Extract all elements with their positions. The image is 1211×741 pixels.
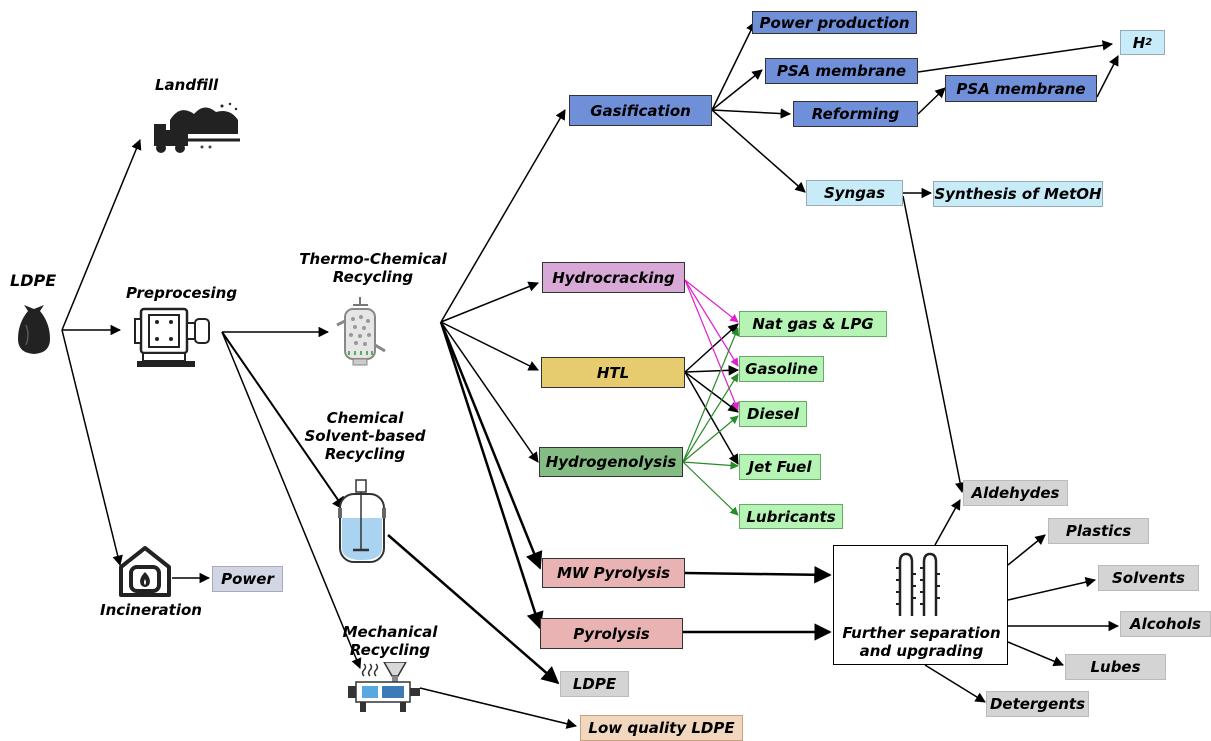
nat-gas-lpg-box: Nat gas & LPG: [739, 311, 887, 337]
psa-membrane-box-2: PSA membrane: [945, 75, 1097, 102]
alcohols-box: Alcohols: [1120, 611, 1211, 637]
h2-subscript: 2: [1145, 37, 1153, 48]
mechanical-label: Mechanical Recycling: [330, 623, 450, 659]
psa-membrane-box-1: PSA membrane: [765, 58, 918, 84]
solvents-box: Solvents: [1098, 565, 1199, 591]
plastics-box: Plastics: [1048, 518, 1149, 544]
mw-pyrolysis-box: MW Pyrolysis: [542, 558, 685, 588]
stirred-tank-icon: [338, 479, 386, 563]
landfill-label: Landfill: [155, 76, 219, 94]
chem-line-2: Solvent-based: [304, 427, 426, 445]
lubricants-box: Lubricants: [739, 504, 843, 529]
distillation-columns-icon: [896, 552, 940, 616]
power-production-box: Power production: [752, 11, 917, 34]
ldpe-output-box: LDPE: [560, 671, 629, 697]
chem-line-1: Chemical: [326, 409, 404, 427]
landfill-truck-icon: [154, 102, 240, 153]
thermo-line-2: Recycling: [332, 268, 414, 286]
thermo-line-1: Thermo-Chemical: [299, 250, 447, 268]
gasification-box: Gasification: [569, 95, 712, 126]
hydrocracking-box: Hydrocracking: [542, 262, 685, 293]
reforming-box: Reforming: [793, 101, 918, 127]
ldpe-label: LDPE: [10, 271, 57, 290]
power-box: Power: [212, 566, 283, 592]
gasoline-box: Gasoline: [739, 356, 824, 382]
pyrolysis-box: Pyrolysis: [540, 618, 683, 649]
detergents-box: Detergents: [986, 691, 1089, 717]
chem-line-3: Recycling: [324, 445, 406, 463]
syngas-box: Syngas: [806, 180, 903, 206]
further-line-1: Further separation: [842, 624, 1001, 642]
extruder-icon: [348, 662, 420, 712]
further-separation-label: Further separation and upgrading: [834, 624, 1009, 660]
chemical-solvent-label: Chemical Solvent-based Recycling: [295, 409, 435, 463]
shredder-machine-icon: [134, 307, 210, 367]
further-separation-box: Further separation and upgrading: [833, 545, 1008, 665]
reactor-column-icon: [336, 297, 386, 366]
low-quality-ldpe-box: Low quality LDPE: [580, 715, 743, 741]
incinerator-house-icon: [119, 546, 171, 597]
synthesis-metoh-box: Synthesis of MetOH: [933, 181, 1103, 207]
mech-line-1: Mechanical: [342, 623, 438, 641]
preprocessing-label: Preprocesing: [126, 284, 238, 302]
jet-fuel-box: Jet Fuel: [739, 454, 821, 480]
thermo-chemical-label: Thermo-Chemical Recycling: [298, 250, 448, 286]
further-line-2: and upgrading: [859, 642, 984, 660]
incineration-label: Incineration: [100, 601, 202, 619]
hydrogenolysis-box: Hydrogenolysis: [539, 447, 683, 477]
trash-bag-icon: [18, 305, 50, 354]
mech-line-2: Recycling: [349, 641, 431, 659]
aldehydes-box: Aldehydes: [963, 480, 1068, 506]
h2-symbol: H: [1132, 33, 1146, 52]
lubes-box: Lubes: [1065, 654, 1166, 680]
diesel-box: Diesel: [739, 401, 807, 427]
htl-box: HTL: [541, 357, 685, 388]
